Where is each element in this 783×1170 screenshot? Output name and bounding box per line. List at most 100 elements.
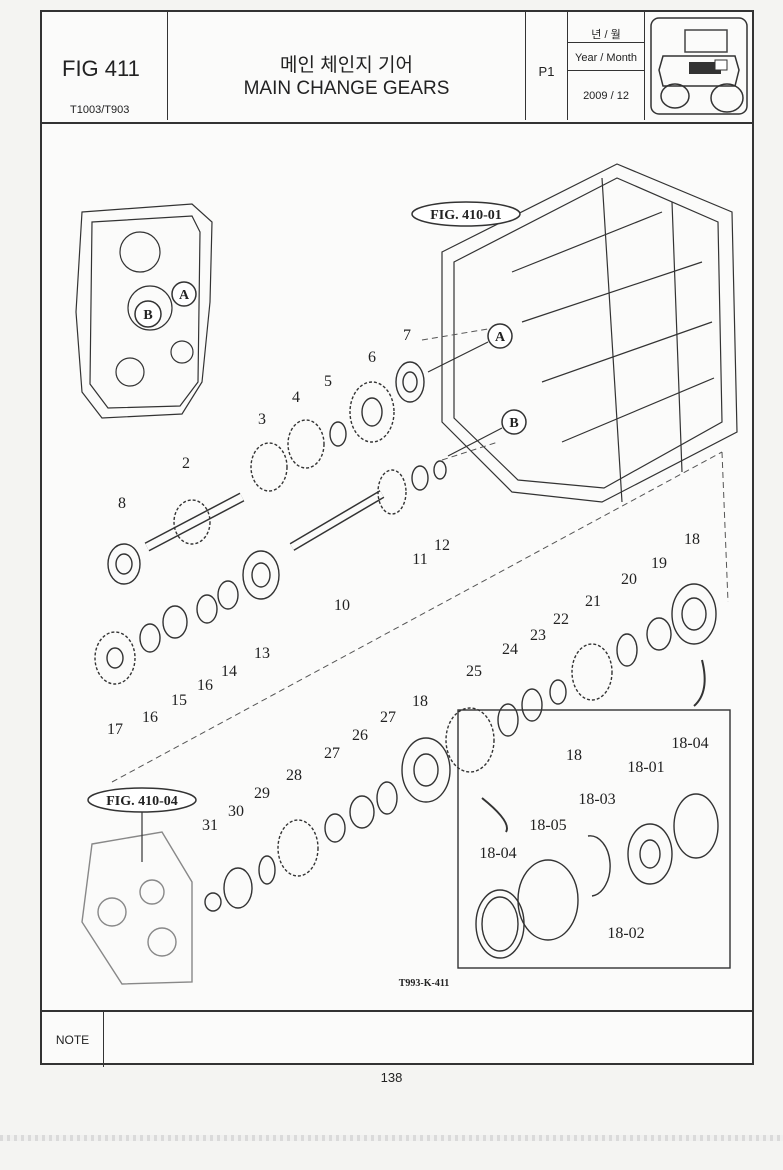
marker-a-large-label: A bbox=[495, 330, 506, 345]
bearing-20 bbox=[616, 633, 638, 667]
part-num-7: 7 bbox=[403, 327, 411, 344]
synchro-18-mid bbox=[401, 737, 451, 803]
bearing-27b bbox=[324, 813, 346, 843]
nut-31 bbox=[204, 892, 222, 912]
synchro-18-top bbox=[671, 583, 717, 645]
part-num-27a: 27 bbox=[380, 709, 396, 726]
washer-5 bbox=[329, 421, 347, 447]
marker-b-small-label: B bbox=[143, 308, 152, 323]
part-num-26: 26 bbox=[352, 727, 368, 744]
part-num-16a: 16 bbox=[197, 677, 213, 694]
bearing-16a bbox=[196, 594, 218, 624]
fig-ref-410-01 bbox=[411, 201, 521, 227]
part-num-14: 14 bbox=[221, 663, 237, 680]
gear-6 bbox=[349, 381, 395, 443]
part-num-18-01: 18-01 bbox=[627, 759, 664, 776]
part-num-23: 23 bbox=[530, 627, 546, 644]
part-num-29: 29 bbox=[254, 785, 270, 802]
bearing-30 bbox=[223, 867, 253, 909]
part-num-18-04-left: 18-04 bbox=[479, 845, 516, 862]
title-cell: 메인 체인지 기어 MAIN CHANGE GEARS bbox=[168, 12, 526, 120]
scan-artifact bbox=[0, 1135, 783, 1141]
bearing-16b bbox=[139, 623, 161, 653]
part-num-6: 6 bbox=[368, 349, 376, 366]
gear-28 bbox=[277, 819, 319, 877]
header: FIG 411 T1003/T903 메인 체인지 기어 MAIN CHANGE… bbox=[42, 12, 752, 124]
part-num-22: 22 bbox=[553, 611, 569, 628]
bearing-13 bbox=[242, 550, 280, 600]
year-month-english: Year / Month bbox=[568, 52, 644, 71]
sleeve-15 bbox=[162, 605, 188, 639]
part-num-24: 24 bbox=[502, 641, 518, 658]
parts-sheet: FIG 411 T1003/T903 메인 체인지 기어 MAIN CHANGE… bbox=[40, 10, 754, 1067]
fig-ref-410-01-label: FIG. 410-01 bbox=[430, 208, 502, 223]
sleeve-19 bbox=[646, 617, 672, 651]
part-num-18-mid: 18 bbox=[412, 693, 428, 710]
marker-b-small bbox=[134, 300, 162, 328]
page-number: 138 bbox=[380, 1070, 403, 1085]
spring-18-03 bbox=[587, 835, 611, 897]
note-row: NOTE bbox=[42, 1010, 752, 1067]
ring-18-04-right bbox=[673, 793, 719, 859]
part-num-19: 19 bbox=[651, 555, 667, 572]
part-num-18-05: 18-05 bbox=[529, 817, 566, 834]
sleeve-26 bbox=[349, 795, 375, 829]
exploded-diagram: FIG. 410-01 FIG. 410-04 A B A B T993-K-4… bbox=[42, 122, 752, 1010]
page-code: P1 bbox=[538, 64, 555, 79]
tractor-icon bbox=[645, 12, 753, 120]
part-num-12: 12 bbox=[434, 537, 450, 554]
sleeve-18-05 bbox=[517, 859, 579, 941]
year-month-korean: 년 / 월 bbox=[591, 29, 621, 41]
gear-3 bbox=[250, 442, 288, 492]
year-month-cell: 년 / 월 Year / Month 2009 / 12 bbox=[568, 12, 645, 120]
part-num-21: 21 bbox=[585, 593, 601, 610]
part-num-13: 13 bbox=[254, 645, 270, 662]
marker-a-small bbox=[171, 281, 197, 307]
part-num-3: 3 bbox=[258, 411, 266, 428]
part-num-17: 17 bbox=[107, 721, 123, 738]
part-num-18-top: 18 bbox=[684, 531, 700, 548]
washer-14 bbox=[217, 580, 239, 610]
ring-18-04-left bbox=[475, 889, 525, 959]
part-num-18-04-right: 18-04 bbox=[671, 735, 708, 752]
washer-29 bbox=[258, 855, 276, 885]
part-num-2: 2 bbox=[182, 455, 190, 472]
marker-b-large-label: B bbox=[509, 416, 518, 431]
fig-ref-410-04-label: FIG. 410-04 bbox=[106, 794, 178, 809]
title-english: MAIN CHANGE GEARS bbox=[243, 78, 450, 99]
marker-a-large bbox=[487, 323, 513, 349]
model-code: T1003/T903 bbox=[70, 104, 130, 116]
part-num-4: 4 bbox=[292, 389, 300, 406]
part-num-16b: 16 bbox=[142, 709, 158, 726]
sleeve-23 bbox=[521, 688, 543, 722]
gear-25 bbox=[445, 707, 495, 773]
marker-b-large bbox=[501, 409, 527, 435]
transmission-case bbox=[441, 163, 738, 503]
part-num-5: 5 bbox=[324, 373, 332, 390]
part-num-18-02: 18-02 bbox=[607, 925, 644, 942]
hub-18-01 bbox=[627, 823, 673, 885]
rear-cover-outline bbox=[75, 203, 213, 419]
bearing-8 bbox=[107, 543, 141, 585]
bearing-24 bbox=[497, 703, 519, 737]
title-korean: 메인 체인지 기어 bbox=[280, 55, 413, 76]
revision-date: 2009 / 12 bbox=[583, 90, 629, 102]
part-num-31: 31 bbox=[202, 817, 218, 834]
part-num-18-03: 18-03 bbox=[578, 791, 615, 808]
gear-4 bbox=[287, 419, 325, 469]
marker-a-small-label: A bbox=[179, 288, 190, 303]
part-num-8: 8 bbox=[118, 495, 126, 512]
page-code-cell: P1 bbox=[526, 12, 568, 120]
part-num-11: 11 bbox=[412, 551, 427, 568]
bearing-7 bbox=[395, 361, 425, 403]
part-num-25: 25 bbox=[466, 663, 482, 680]
part-num-20: 20 bbox=[621, 571, 637, 588]
washer-22 bbox=[549, 679, 567, 705]
gear-21 bbox=[571, 643, 613, 701]
bearing-11 bbox=[411, 465, 429, 491]
drawing-code: T993-K-411 bbox=[399, 978, 450, 989]
ring-12 bbox=[433, 460, 447, 480]
part-num-28: 28 bbox=[286, 767, 302, 784]
note-label: NOTE bbox=[42, 1012, 104, 1067]
part-num-10: 10 bbox=[334, 597, 350, 614]
